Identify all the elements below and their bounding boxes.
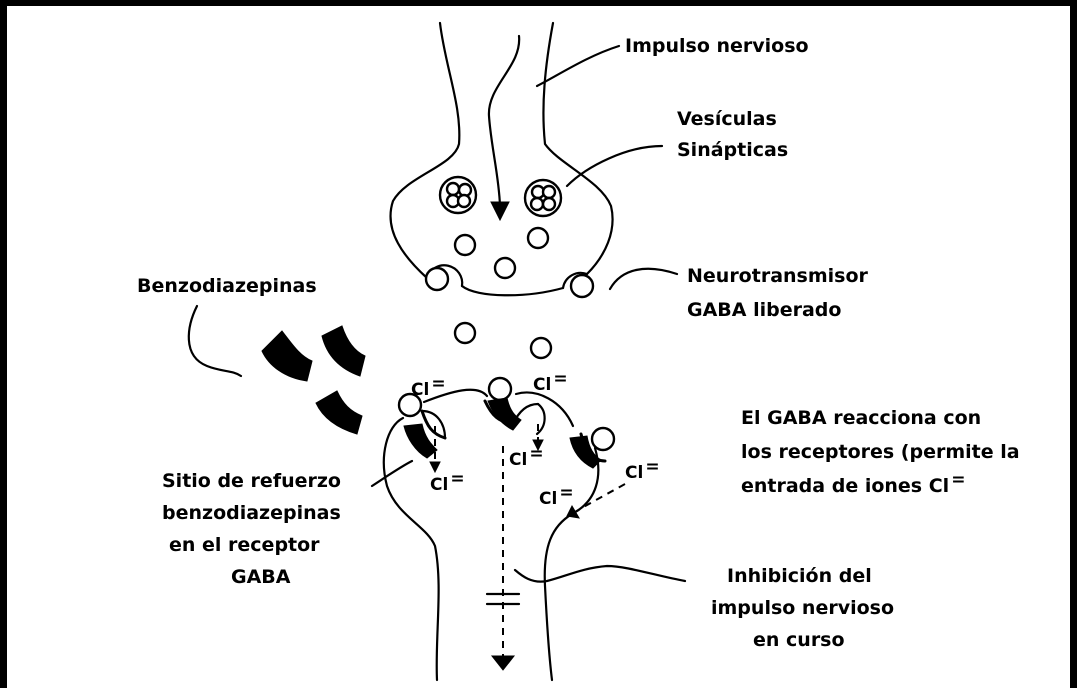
vesicle-left: [440, 177, 476, 213]
impulse-arrow: [489, 36, 519, 220]
chloride-ion-label: Cl=: [533, 369, 568, 395]
vesicles-label-line2: Sinápticas: [677, 139, 788, 161]
site-label-line2: benzodiazepinas: [162, 502, 341, 524]
neurotransmitter-label-line1: Neurotransmisor: [687, 265, 869, 287]
chloride-ion-label: Cl=: [509, 444, 544, 470]
gaba-molecules-presynaptic: [426, 228, 593, 297]
impulse-label: Impulso nervioso: [625, 35, 809, 57]
benzodiazepines-label: Benzodiazepinas: [137, 275, 317, 297]
inhibition-label-line1: Inhibición del: [727, 565, 872, 587]
chloride-ion-label: Cl=: [430, 469, 465, 495]
synapse-drawing: Impulso nervioso Vesículas Sinápticas Ne…: [7, 6, 1070, 688]
chloride-ion-label: Cl=: [625, 457, 660, 483]
neurotransmitter-label-line2: GABA liberado: [687, 299, 841, 321]
gaba-reaction-line3: entrada de iones Cl=: [741, 470, 965, 497]
gaba-reaction-line2: los receptores (permite la: [741, 441, 1020, 463]
inhibition-label-line3: en curso: [753, 629, 845, 651]
gaba-reaction-line1: El GABA reacciona con: [741, 407, 981, 429]
chloride-ion-label: Cl=: [539, 483, 574, 509]
site-label-line1: Sitio de refuerzo: [162, 470, 341, 492]
site-label-line3: en el receptor: [169, 534, 320, 556]
benzodiazepine-molecules: [262, 326, 365, 434]
vesicle-right: [525, 180, 561, 216]
site-label-line4: GABA: [231, 566, 291, 588]
inhibition-label-line2: impulso nervioso: [711, 597, 894, 619]
vesicles-label-line1: Vesículas: [677, 108, 777, 130]
